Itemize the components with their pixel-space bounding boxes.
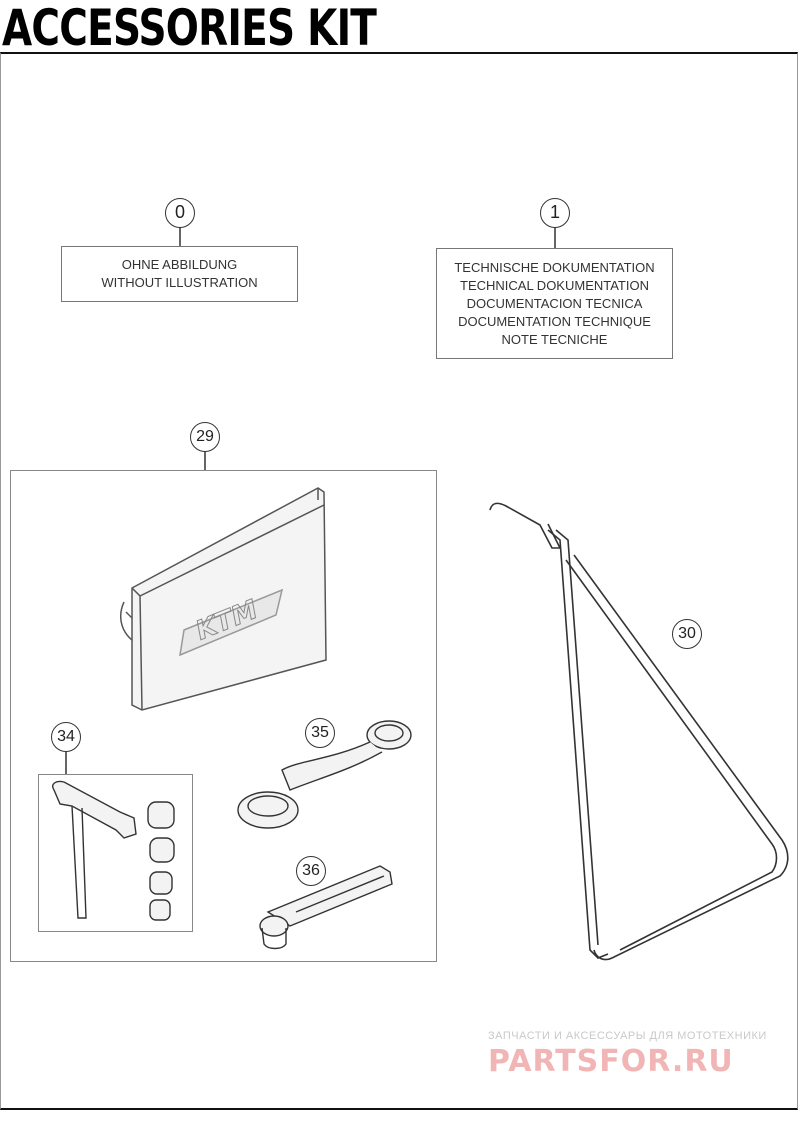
allen-key-set-icon [52, 780, 175, 921]
callout-29: 29 [190, 422, 220, 452]
callout-0: 0 [165, 198, 195, 228]
note-without-illustration: OHNE ABBILDUNG WITHOUT ILLUSTRATION [61, 246, 298, 302]
note-line: DOCUMENTATION TECHNIQUE [458, 314, 651, 329]
watermark-tagline: ЗАПЧАСТИ И АКСЕССУАРЫ ДЛЯ МОТОТЕХНИКИ [488, 1030, 767, 1042]
spanner-icon [259, 865, 393, 950]
note-line: NOTE TECNICHE [501, 332, 608, 347]
stand-icon [489, 502, 789, 961]
note-line: DOCUMENTACION TECNICA [466, 296, 643, 311]
callout-1: 1 [540, 198, 570, 228]
callout-34: 34 [51, 722, 81, 752]
diagram-frame [0, 52, 798, 1110]
tool-bag-icon [119, 487, 327, 711]
note-line: OHNE ABBILDUNG [121, 257, 238, 272]
allen-key-set-box [38, 774, 193, 932]
wrench-icon [237, 720, 412, 829]
callout-30: 30 [672, 619, 702, 649]
note-technical-documentation: TECHNISCHE DOKUMENTATION TECHNICAL DOKUM… [436, 248, 673, 359]
callout-35: 35 [305, 718, 335, 748]
note-line: TECHNICAL DOKUMENTATION [460, 278, 649, 293]
page-title: ACCESSORIES KIT [2, 0, 377, 57]
tool-kit-box [10, 470, 437, 962]
callout-36: 36 [296, 856, 326, 886]
note-line: TECHNISCHE DOKUMENTATION [454, 260, 655, 275]
watermark-brand: PARTSFOR.RU [488, 1044, 734, 1079]
note-line: WITHOUT ILLUSTRATION [101, 275, 258, 290]
